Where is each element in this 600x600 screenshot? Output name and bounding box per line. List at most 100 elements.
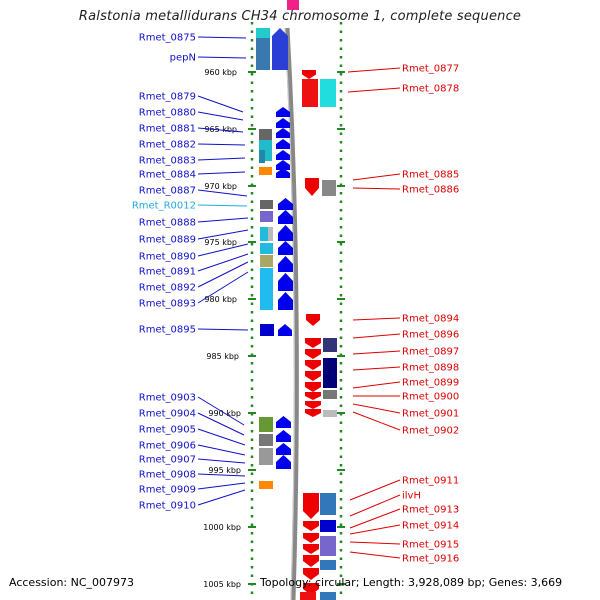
right-label-leader bbox=[352, 187, 401, 190]
reverse-gene-body bbox=[302, 79, 318, 107]
gene-feature-box bbox=[320, 536, 336, 556]
gene-feature-box bbox=[300, 592, 316, 600]
left-label-leader bbox=[197, 111, 244, 121]
reverse-gene-arrow bbox=[303, 493, 319, 519]
gene-label-left[interactable]: Rmet_0904 bbox=[139, 409, 196, 420]
gene-feature-box bbox=[260, 324, 274, 336]
left-label-leader bbox=[197, 482, 246, 490]
gene-label-right[interactable]: ilvH bbox=[402, 491, 421, 502]
scale-label: 995 kbp bbox=[208, 466, 241, 475]
gene-feature-box bbox=[259, 167, 272, 175]
gene-label-left[interactable]: Rmet_0892 bbox=[139, 283, 196, 294]
gene-label-left[interactable]: Rmet_0875 bbox=[139, 33, 196, 44]
gene-label-left[interactable]: Rmet_0882 bbox=[139, 140, 196, 151]
gene-label-right[interactable]: Rmet_0911 bbox=[402, 476, 459, 487]
forward-gene-arrow bbox=[276, 118, 290, 128]
gene-label-left[interactable]: Rmet_0908 bbox=[139, 470, 196, 481]
gene-feature-box bbox=[259, 434, 273, 446]
gene-label-right[interactable]: Rmet_0878 bbox=[402, 84, 459, 95]
gene-feature-box bbox=[259, 448, 273, 465]
reverse-gene-arrow bbox=[303, 521, 319, 531]
gene-label-right[interactable]: Rmet_0913 bbox=[402, 505, 459, 516]
gene-label-left[interactable]: Rmet_0890 bbox=[139, 252, 196, 263]
left-label-leader bbox=[197, 56, 247, 59]
right-label-leader bbox=[352, 317, 401, 321]
gene-label-right[interactable]: Rmet_0900 bbox=[402, 392, 459, 403]
right-label-leader bbox=[349, 551, 401, 559]
scale-label: 1000 kbp bbox=[203, 523, 241, 532]
forward-gene-arrow bbox=[276, 128, 290, 138]
gene-feature-box bbox=[256, 28, 270, 38]
right-label-leader bbox=[352, 381, 401, 389]
gene-feature-box bbox=[320, 592, 336, 600]
gene-label-left[interactable]: Rmet_0909 bbox=[139, 485, 196, 496]
right-label-leader bbox=[352, 411, 401, 431]
forward-gene-arrow bbox=[278, 225, 293, 241]
left-label-leader bbox=[197, 95, 244, 113]
gene-label-right[interactable]: Rmet_0877 bbox=[402, 64, 459, 75]
forward-gene-arrow bbox=[276, 430, 291, 442]
gene-label-left[interactable]: Rmet_0903 bbox=[139, 393, 196, 404]
reverse-gene-arrow bbox=[305, 409, 321, 417]
left-label-leader bbox=[197, 127, 244, 133]
forward-gene-arrow bbox=[276, 107, 290, 117]
gene-feature-box bbox=[320, 79, 336, 107]
gene-label-left[interactable]: Rmet_0906 bbox=[139, 441, 196, 452]
gene-label-right[interactable]: Rmet_0885 bbox=[402, 170, 459, 181]
gene-label-right[interactable]: Rmet_0914 bbox=[402, 521, 459, 532]
left-label-leader bbox=[197, 489, 246, 506]
gene-label-right[interactable]: Rmet_0899 bbox=[402, 378, 459, 389]
left-label-leader bbox=[197, 157, 246, 161]
forward-gene-arrow bbox=[272, 28, 288, 70]
gene-label-left[interactable]: Rmet_0905 bbox=[139, 425, 196, 436]
reverse-gene-arrow bbox=[303, 533, 319, 543]
gene-feature-box bbox=[256, 28, 270, 70]
gene-label-left[interactable]: Rmet_0889 bbox=[139, 235, 196, 246]
left-label-leader bbox=[197, 444, 246, 456]
gene-label-right[interactable]: Rmet_0897 bbox=[402, 347, 459, 358]
scale-label: 975 kbp bbox=[204, 238, 237, 247]
right-label-leader bbox=[349, 479, 401, 501]
gene-label-left[interactable]: Rmet_0888 bbox=[139, 218, 196, 229]
gene-label-left[interactable]: Rmet_0895 bbox=[139, 325, 196, 336]
left-label-leader bbox=[197, 328, 249, 331]
gene-label-left[interactable]: Rmet_0884 bbox=[139, 170, 196, 181]
gene-label-left[interactable]: Rmet_0879 bbox=[139, 92, 196, 103]
gene-feature-box bbox=[259, 417, 273, 432]
gene-feature-box bbox=[287, 0, 299, 10]
gene-label-left[interactable]: Rmet_0893 bbox=[139, 299, 196, 310]
gene-label-right[interactable]: Rmet_0886 bbox=[402, 185, 459, 196]
gene-label-left[interactable]: Rmet_0910 bbox=[139, 501, 196, 512]
left-label-leader bbox=[197, 189, 248, 197]
forward-gene-arrow bbox=[278, 198, 293, 210]
gene-label-left[interactable]: Rmet_0881 bbox=[139, 124, 196, 135]
gene-label-right[interactable]: Rmet_0901 bbox=[402, 409, 459, 420]
gene-label-left[interactable]: Rmet_0891 bbox=[139, 267, 196, 278]
gene-label-right[interactable]: Rmet_0896 bbox=[402, 330, 459, 341]
gene-feature-box bbox=[323, 358, 337, 388]
scale-label: 985 kbp bbox=[206, 352, 239, 361]
gene-label-right[interactable]: Rmet_0894 bbox=[402, 314, 459, 325]
gene-label-left[interactable]: Rmet_0880 bbox=[139, 108, 196, 119]
reverse-gene-arrow bbox=[305, 371, 321, 381]
map-title: Ralstonia metallidurans CH34 chromosome … bbox=[78, 9, 522, 24]
reverse-gene-arrow bbox=[305, 392, 321, 400]
gene-label-right[interactable]: Rmet_0915 bbox=[402, 540, 459, 551]
right-label-leader bbox=[352, 403, 401, 414]
gene-label-left[interactable]: Rmet_0883 bbox=[139, 156, 196, 167]
gene-label-left[interactable]: Rmet_R0012 bbox=[132, 201, 196, 212]
gene-label-right[interactable]: Rmet_0902 bbox=[402, 426, 459, 437]
gene-label-left[interactable]: Rmet_0887 bbox=[139, 186, 196, 197]
left-label-leader bbox=[197, 204, 248, 207]
gene-feature-box bbox=[322, 180, 336, 196]
gene-feature-box bbox=[260, 211, 273, 222]
right-label-leader bbox=[347, 87, 401, 93]
gene-label-right[interactable]: Rmet_0916 bbox=[402, 554, 459, 565]
gene-feature-box bbox=[259, 481, 273, 489]
right-label-leader bbox=[352, 173, 401, 181]
gene-label-right[interactable]: Rmet_0898 bbox=[402, 363, 459, 374]
gene-label-left[interactable]: Rmet_0907 bbox=[139, 455, 196, 466]
forward-gene-arrow bbox=[276, 150, 290, 160]
gene-label-left[interactable]: pepN bbox=[170, 53, 196, 64]
